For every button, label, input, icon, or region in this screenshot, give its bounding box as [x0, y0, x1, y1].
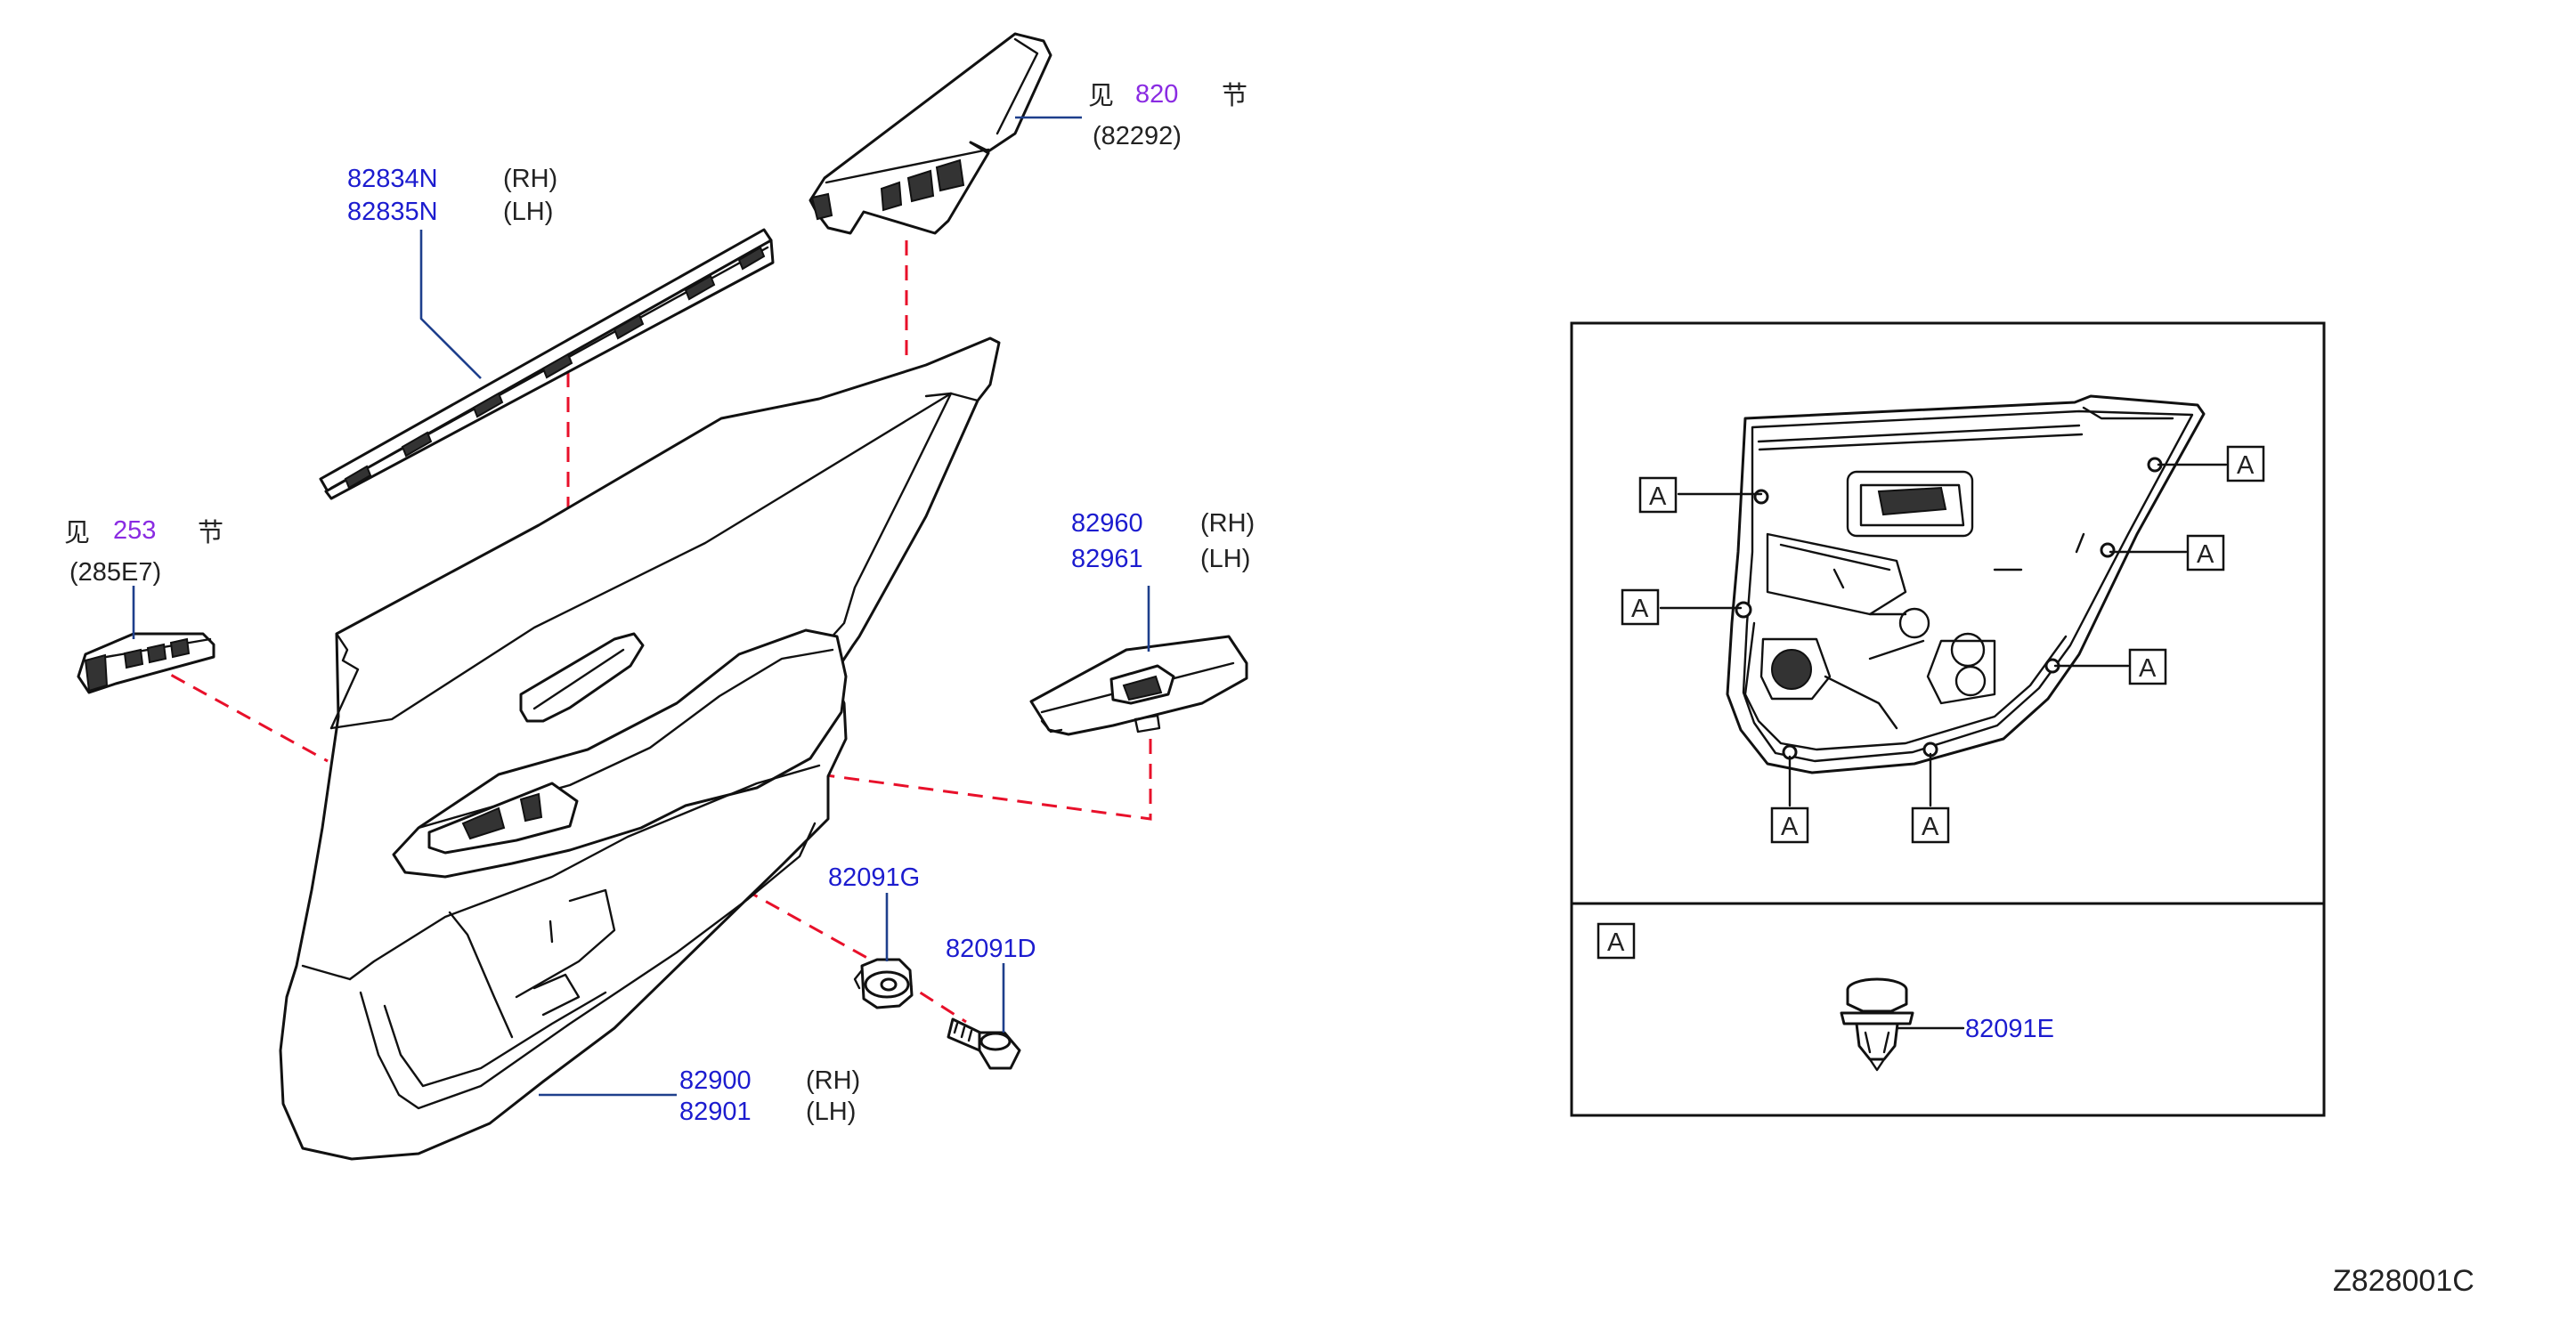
screw-82091d-part[interactable] [947, 1017, 1021, 1070]
switch-section-link[interactable]: 253 [113, 516, 156, 545]
screw-d-number[interactable]: 82091D [946, 935, 1036, 963]
trim-lh-side: (LH) [806, 1098, 856, 1126]
part-labels: 82834N (RH) 82835N (LH) 见 820 节 (82292) … [64, 80, 1255, 1126]
molding-lh-side: (LH) [503, 198, 553, 226]
callout-a-4[interactable]: A [2186, 534, 2225, 571]
callout-a-5[interactable]: A [2128, 648, 2167, 685]
callout-a-5-letter: A [2139, 654, 2157, 683]
inset-door-back-view [1726, 394, 2206, 774]
clip-e-number[interactable]: 82091E [1965, 1015, 2054, 1043]
callout-a-7-letter: A [1922, 813, 1939, 841]
detail-a-box: A [1597, 922, 1636, 960]
trim-rh-number[interactable]: 82900 [679, 1066, 752, 1095]
inset-panel: A A A A A A A A [1570, 321, 2326, 1117]
leader-lines [132, 116, 1150, 1097]
molding-rh-side: (RH) [503, 165, 557, 193]
callout-a-2[interactable]: A [1621, 588, 1660, 626]
switch-see: 见 [64, 519, 90, 547]
door-switch-part[interactable] [77, 632, 215, 694]
switch-section-suffix: 节 [198, 518, 223, 547]
callout-a-1-letter: A [1649, 482, 1667, 511]
clip-g-number[interactable]: 82091G [828, 863, 920, 892]
callout-a-3-letter: A [2237, 451, 2255, 480]
callout-a-3[interactable]: A [2226, 445, 2265, 482]
pull-handle-section-link[interactable]: 820 [1135, 80, 1178, 109]
door-molding-part[interactable] [319, 228, 775, 500]
switch-code: (285E7) [69, 558, 161, 587]
finisher-lh-number[interactable]: 82961 [1071, 545, 1143, 573]
finisher-lh-side: (LH) [1200, 545, 1250, 573]
callout-a-7[interactable]: A [1911, 806, 1950, 844]
detail-a-letter: A [1607, 928, 1625, 957]
molding-rh-number[interactable]: 82834N [347, 165, 438, 193]
callout-a-6[interactable]: A [1770, 806, 1809, 844]
clip-82091e-part[interactable] [1840, 977, 1914, 1072]
pull-handle-code: (82292) [1093, 122, 1182, 150]
clip-82091g-part[interactable] [853, 958, 914, 1009]
callout-a-6-letter: A [1781, 813, 1799, 841]
door-trim-panel-part[interactable] [279, 336, 1001, 1161]
pull-handle-part[interactable] [809, 32, 1052, 235]
pull-handle-section-suffix: 节 [1222, 81, 1247, 110]
trim-lh-number[interactable]: 82901 [679, 1098, 752, 1126]
callout-a-4-letter: A [2197, 540, 2214, 569]
trim-rh-side: (RH) [806, 1066, 860, 1095]
window-switch-finisher-part[interactable] [1029, 635, 1248, 736]
molding-lh-number[interactable]: 82835N [347, 198, 438, 226]
callout-a-1[interactable]: A [1638, 476, 1678, 514]
pull-handle-see: 见 [1088, 82, 1114, 110]
finisher-rh-side: (RH) [1200, 509, 1255, 538]
drawing-code: Z828001C [2333, 1264, 2474, 1298]
finisher-rh-number[interactable]: 82960 [1071, 509, 1143, 538]
callout-a-2-letter: A [1631, 595, 1649, 623]
